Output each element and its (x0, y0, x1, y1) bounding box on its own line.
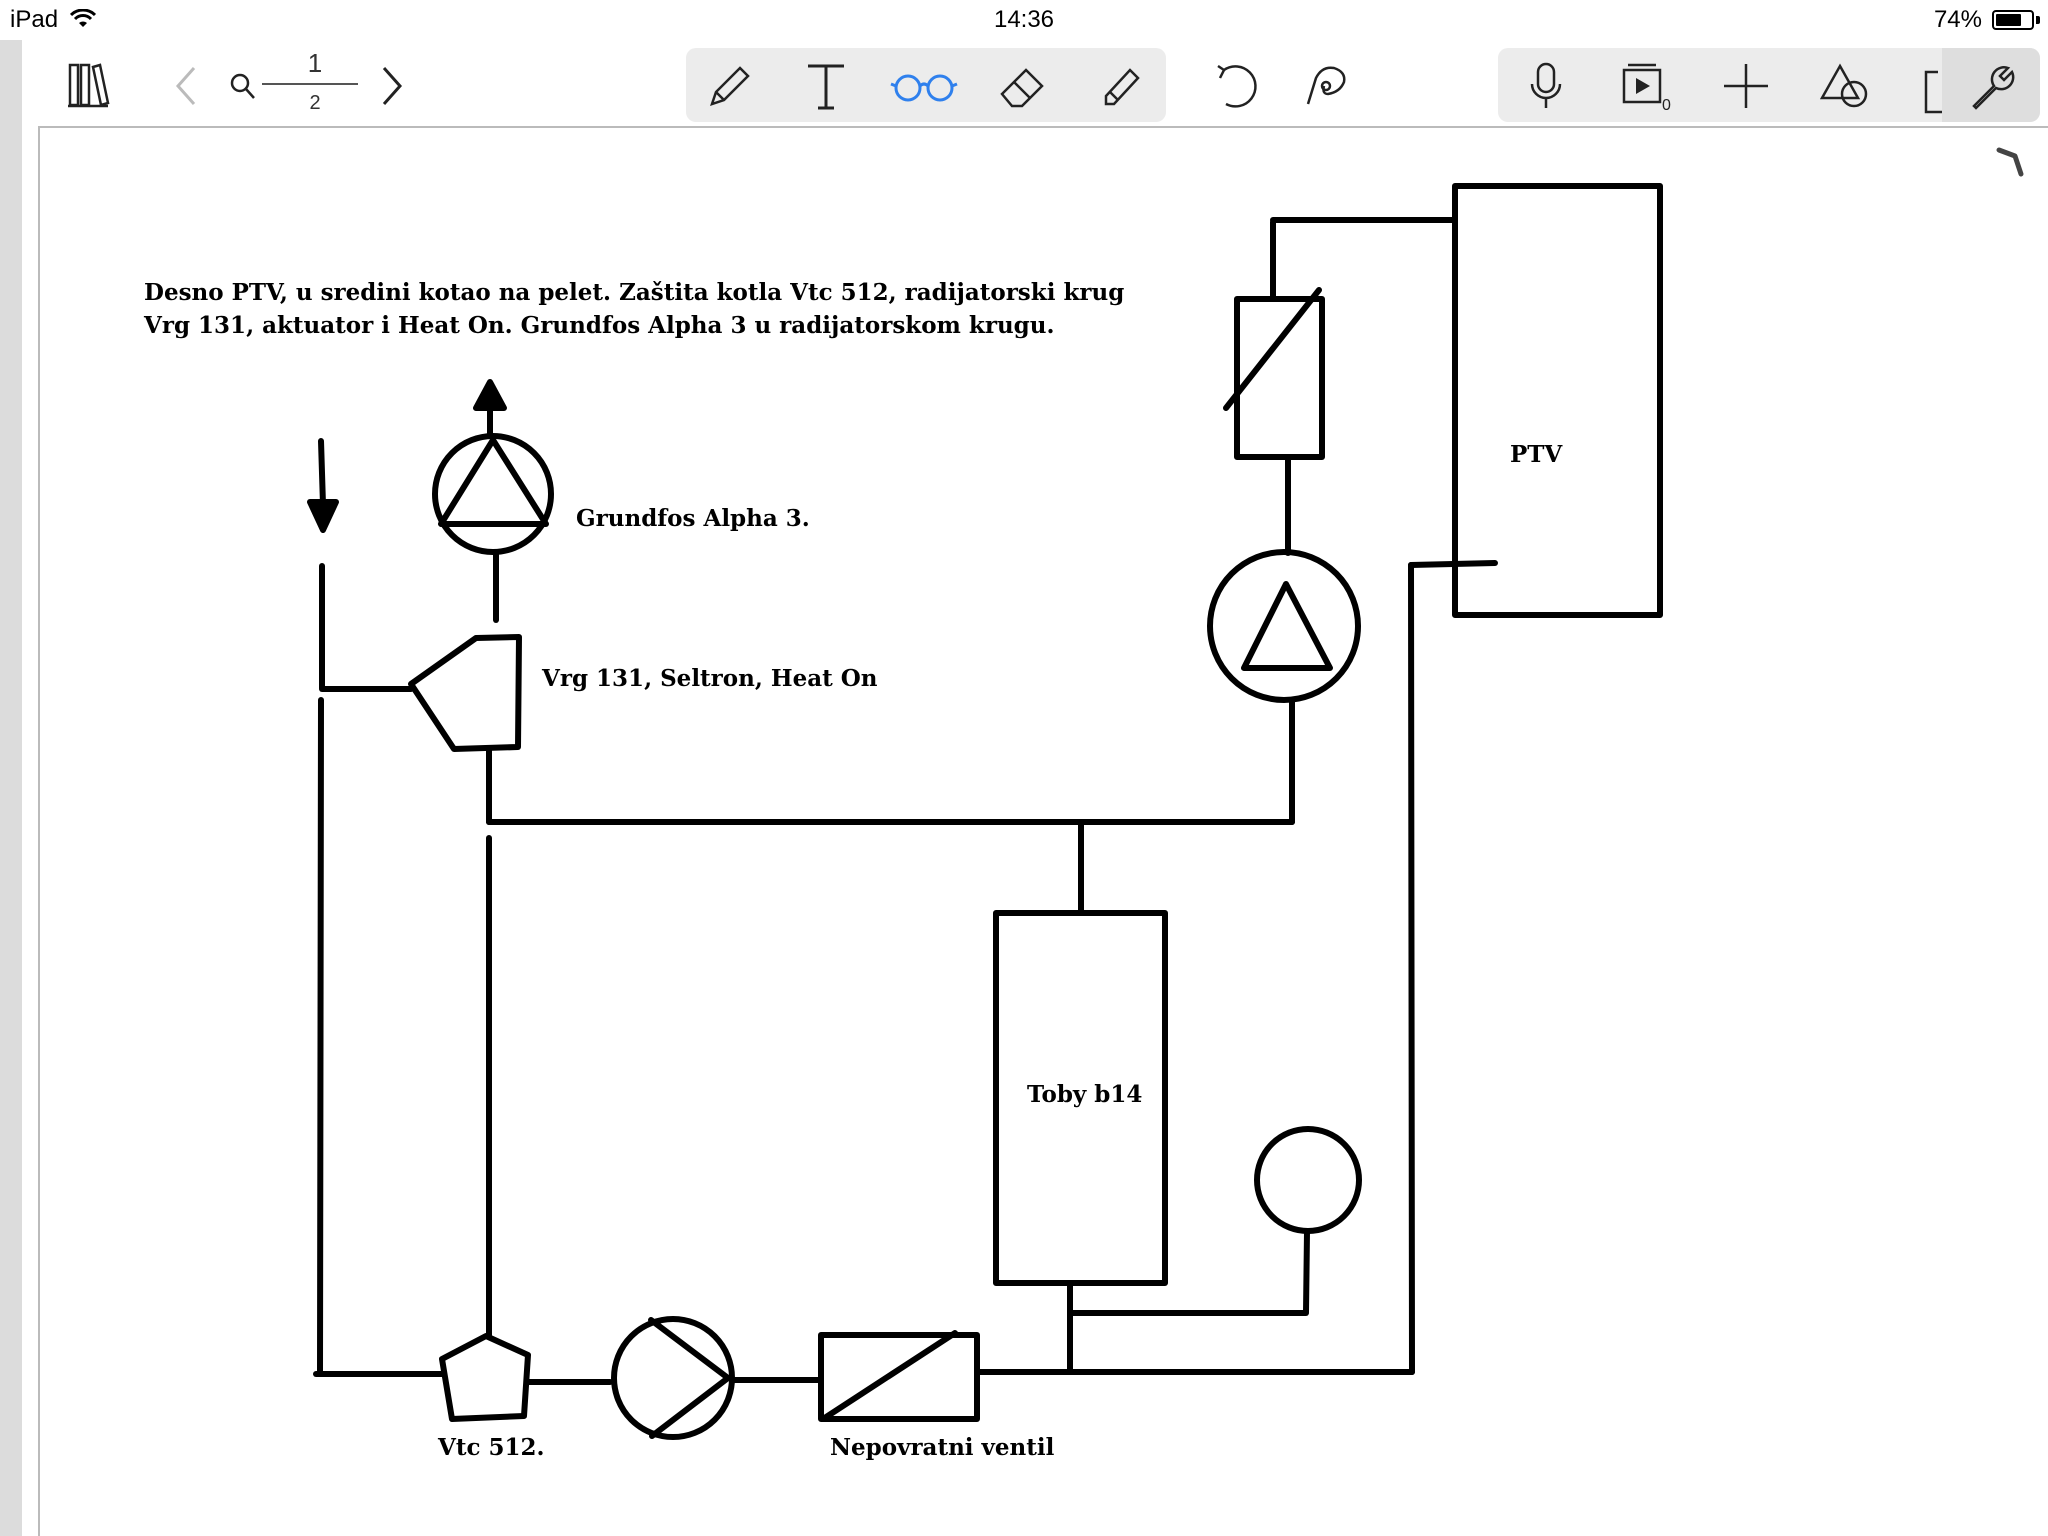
undo-icon (1217, 64, 1257, 108)
forward-chevron-icon (382, 67, 403, 105)
pipe-ptv-return-h (1408, 560, 1498, 568)
reading-mode-button[interactable] (884, 54, 964, 118)
label-grundfos: Grundfos Alpha 3. (576, 505, 810, 532)
expansion-vessel (1254, 1126, 1362, 1234)
boiler-pump (611, 1316, 735, 1440)
library-icon (68, 63, 110, 108)
page-icon (1924, 70, 1942, 114)
label-check-valve: Nepovratni ventil (830, 1434, 1055, 1461)
sidebar-edge[interactable] (0, 128, 22, 1536)
ptv-check-valve (1223, 287, 1325, 460)
outflow-arrow (473, 379, 507, 439)
presentation-button[interactable]: 0 (1614, 54, 1678, 118)
pen-icon (710, 66, 750, 106)
search-icon (230, 73, 255, 99)
check-valve (818, 1330, 980, 1422)
microphone-icon (1530, 62, 1562, 108)
battery-icon (1992, 10, 2034, 30)
settings-highlight (1942, 48, 2040, 122)
vtc-valve (439, 1333, 531, 1422)
record-audio-button[interactable] (1514, 54, 1578, 118)
battery-percent: 74% (1933, 6, 1982, 33)
vrg-mixing-valve (408, 634, 522, 752)
page-button[interactable] (1918, 58, 1942, 118)
previous-page-button[interactable] (166, 56, 206, 116)
label-toby: Toby b14 (1027, 1081, 1143, 1108)
wifi-icon (70, 9, 96, 27)
highlighter-icon (1104, 68, 1140, 106)
eraser-icon (1000, 68, 1044, 108)
next-page-button[interactable] (372, 56, 412, 116)
text-tool-button[interactable] (794, 54, 858, 118)
reading-glasses-icon (890, 74, 958, 102)
ptv-pump (1207, 549, 1361, 703)
shapes-button[interactable] (1814, 54, 1878, 118)
pipe-left-vertical (317, 697, 324, 1376)
status-bar: iPad 14:36 74% (0, 0, 2048, 40)
search-button[interactable] (228, 66, 258, 106)
grundfos-pump (432, 433, 554, 555)
pipe-expansion-vertical (1303, 1229, 1310, 1315)
label-vtc: Vtc 512. (438, 1434, 545, 1461)
battery-tip (2036, 16, 2040, 24)
page-current[interactable]: 1 (307, 48, 323, 78)
note-line-1: Desno PTV, u sredini kotao na pelet. Zaš… (144, 279, 1125, 306)
settings-button[interactable] (1960, 54, 2024, 118)
note-line-2: Vrg 131, aktuator i Heat On. Grundfos Al… (144, 312, 1055, 339)
ptv-tank (1452, 183, 1663, 618)
add-button[interactable] (1714, 54, 1778, 118)
back-chevron-icon (175, 67, 196, 105)
lasso-button[interactable] (1294, 54, 1358, 118)
document-page[interactable] (38, 126, 2048, 1536)
page-divider (262, 83, 358, 85)
eraser-tool-button[interactable] (990, 54, 1054, 118)
presentation-icon: 0 (1622, 63, 1671, 114)
toby-boiler (993, 910, 1168, 1286)
pen-tool-button[interactable] (696, 54, 760, 118)
page-total: 2 (309, 92, 321, 114)
pipe-ptv-return-v (1408, 562, 1415, 1375)
wrench-icon (1972, 66, 2015, 110)
corner-handle (1996, 147, 2024, 177)
library-button[interactable] (60, 52, 116, 116)
sidebar-edge-top (0, 40, 22, 128)
text-icon (808, 64, 844, 110)
clock: 14:36 (993, 6, 1055, 33)
lasso-icon (1306, 66, 1346, 105)
add-icon (1724, 64, 1768, 108)
presentation-badge: 0 (1662, 97, 1671, 114)
label-vrg: Vrg 131, Seltron, Heat On (542, 665, 878, 692)
carrier-label: iPad (10, 6, 59, 33)
highlighter-tool-button[interactable] (1088, 54, 1152, 118)
inflow-arrow (307, 438, 339, 533)
shapes-icon (1820, 63, 1868, 108)
undo-button[interactable] (1204, 54, 1268, 118)
diagram-note: Desno PTV, u sredini kotao na pelet. Zaš… (144, 276, 1244, 342)
label-ptv: PTV (1510, 441, 1563, 468)
